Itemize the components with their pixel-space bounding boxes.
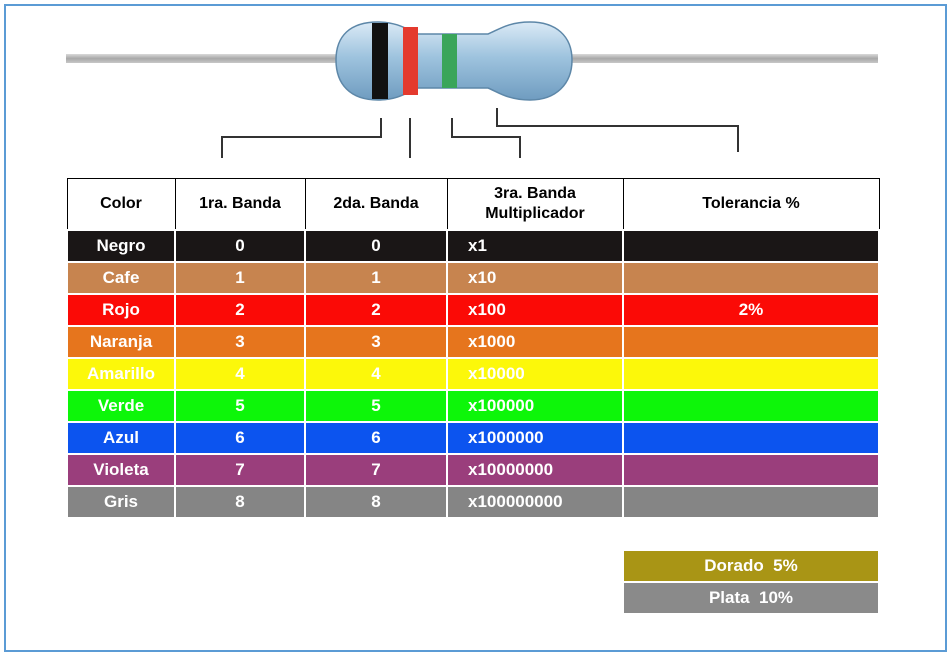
tolerance-cell bbox=[622, 421, 880, 455]
band-2-digit-cell: 4 bbox=[304, 357, 448, 391]
table-header-row: Color 1ra. Banda 2da. Banda 3ra. Banda M… bbox=[66, 178, 880, 231]
band-2-digit-cell: 3 bbox=[304, 325, 448, 359]
band-1-black bbox=[372, 23, 388, 99]
color-name-cell: Verde bbox=[66, 389, 176, 423]
band-1-digit-cell: 3 bbox=[174, 325, 306, 359]
color-name-cell: Naranja bbox=[66, 325, 176, 359]
lead-wire-right bbox=[560, 54, 878, 63]
tolerance-cell bbox=[622, 389, 880, 423]
band-1-digit-cell: 6 bbox=[174, 421, 306, 455]
tolerance-cell: 2% bbox=[622, 293, 880, 327]
multiplier-cell: x1000000000 bbox=[446, 517, 624, 551]
tolerance-cell bbox=[622, 453, 880, 487]
extra-tolerance-row: Dorado 5% bbox=[67, 549, 880, 583]
color-name-cell: Rojo bbox=[66, 293, 176, 327]
band-1-digit-cell: 2 bbox=[174, 293, 306, 327]
color-name-cell: Cafe bbox=[66, 261, 176, 295]
tolerance-cell bbox=[622, 485, 880, 519]
color-name-cell: Violeta bbox=[66, 453, 176, 487]
multiplier-cell: x1000 bbox=[446, 325, 624, 359]
color-name-cell: Amarillo bbox=[66, 357, 176, 391]
tolerance-cell bbox=[622, 325, 880, 359]
tolerance-cell bbox=[622, 357, 880, 391]
multiplier-cell: x1 bbox=[446, 229, 624, 263]
band-1-digit-cell: 4 bbox=[174, 357, 306, 391]
band-2-digit-cell: 8 bbox=[304, 485, 448, 519]
multiplier-cell: x10000000 bbox=[446, 453, 624, 487]
resistor-illustration bbox=[66, 21, 878, 158]
band-2-digit-cell: 5 bbox=[304, 389, 448, 423]
connector-band-3 bbox=[451, 118, 521, 158]
extra-tolerance-cell: Dorado 5% bbox=[622, 549, 880, 583]
header-band-3: 3ra. Banda Multiplicador bbox=[446, 178, 624, 231]
header-color: Color bbox=[66, 178, 176, 231]
multiplier-cell: x100000000 bbox=[446, 485, 624, 519]
extra-tolerance-cell: Plata 10% bbox=[622, 581, 880, 615]
multiplier-cell: x10 bbox=[446, 261, 624, 295]
color-name-cell: Gris bbox=[66, 485, 176, 519]
header-band-3-title: 3ra. Banda bbox=[494, 185, 576, 202]
band-2-digit-cell: 2 bbox=[304, 293, 448, 327]
band-2-digit-cell: 1 bbox=[304, 261, 448, 295]
multiplier-cell: x10000 bbox=[446, 357, 624, 391]
band-2-digit-cell: 0 bbox=[304, 229, 448, 263]
spacer-cell bbox=[67, 550, 623, 582]
multiplier-cell: x100000 bbox=[446, 389, 624, 423]
band-1-digit-cell: 0 bbox=[174, 229, 306, 263]
band-2-digit-cell: 6 bbox=[304, 421, 448, 455]
tolerance-cell bbox=[622, 261, 880, 295]
color-name-cell: Negro bbox=[66, 229, 176, 263]
band-1-digit-cell: 7 bbox=[174, 453, 306, 487]
color-code-table: Color 1ra. Banda 2da. Banda 3ra. Banda M… bbox=[66, 178, 880, 615]
header-band-1: 1ra. Banda bbox=[174, 178, 306, 231]
tolerance-cell bbox=[622, 517, 880, 551]
band-1-digit-cell: 1 bbox=[174, 261, 306, 295]
band-1-digit-cell: 5 bbox=[174, 389, 306, 423]
multiplier-cell: x1000000 bbox=[446, 421, 624, 455]
header-tolerance: Tolerancia % bbox=[622, 178, 880, 231]
multiplier-cell: x100 bbox=[446, 293, 624, 327]
connector-tolerance bbox=[496, 108, 739, 152]
color-name-cell: Blanco bbox=[66, 517, 176, 551]
spacer-cell bbox=[67, 582, 623, 614]
tolerance-cell bbox=[622, 229, 880, 263]
extra-tolerance-row: Plata 10% bbox=[67, 581, 880, 615]
lead-wire-left bbox=[66, 54, 346, 63]
header-band-2: 2da. Banda bbox=[304, 178, 448, 231]
band-2-digit-cell: 7 bbox=[304, 453, 448, 487]
band-2-red bbox=[403, 27, 418, 95]
band-1-digit-cell: 9 bbox=[174, 517, 306, 551]
color-name-cell: Azul bbox=[66, 421, 176, 455]
header-band-3-subtitle: Multiplicador bbox=[485, 205, 585, 222]
band-3-green bbox=[442, 34, 457, 88]
band-1-digit-cell: 8 bbox=[174, 485, 306, 519]
band-2-digit-cell: 9 bbox=[304, 517, 448, 551]
connector-band-1 bbox=[221, 118, 382, 158]
